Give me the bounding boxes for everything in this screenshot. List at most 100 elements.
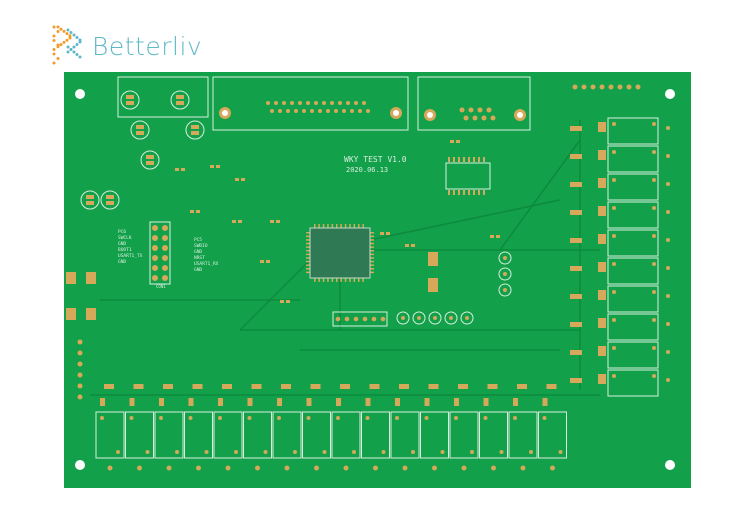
cap-pad xyxy=(86,201,94,205)
resistor-pad xyxy=(570,378,582,383)
mcu-pin xyxy=(306,260,310,263)
mcu-pin xyxy=(306,242,310,245)
relay-outline xyxy=(213,411,243,459)
led-pad xyxy=(598,122,606,132)
led-outline xyxy=(412,311,426,325)
relay-pin xyxy=(336,416,340,420)
svg-text:SWCLK: SWCLK xyxy=(118,235,132,241)
mcu-pin xyxy=(349,224,351,228)
relay-outline xyxy=(607,117,659,145)
resistor-pad xyxy=(570,238,582,243)
relay-pin xyxy=(204,450,209,454)
relay-pin xyxy=(322,450,327,454)
mcu-pin xyxy=(370,257,374,259)
resistor-pad xyxy=(570,182,582,187)
top-edge-pad xyxy=(608,84,614,90)
logo-dot xyxy=(72,45,76,49)
terminal-pad xyxy=(402,465,408,471)
relay-pin xyxy=(612,318,616,322)
pin-pad xyxy=(342,109,346,113)
logo-mark-icon xyxy=(52,25,82,65)
mcu-pin xyxy=(306,271,310,274)
terminal-pad xyxy=(255,465,260,471)
capacitor-outline xyxy=(170,90,190,110)
transistor-pad xyxy=(251,384,262,389)
edge-pad xyxy=(77,372,83,378)
logo-dot xyxy=(66,50,70,54)
pin-pad xyxy=(486,107,492,113)
resistor-pad xyxy=(570,154,582,159)
header-pin xyxy=(353,316,359,322)
terminal-pad xyxy=(550,465,555,471)
transistor-pad xyxy=(163,384,173,389)
transistor-pad xyxy=(104,384,114,389)
pin-pad xyxy=(463,115,469,121)
pin-pad xyxy=(282,101,286,105)
relay-outline xyxy=(243,411,272,459)
mcu-pin xyxy=(362,278,364,282)
terminal-pad xyxy=(137,465,142,471)
led-pad xyxy=(598,318,606,328)
connector-hole xyxy=(393,110,399,116)
relay-outline xyxy=(607,173,659,201)
smd-pad xyxy=(286,300,290,303)
mcu-pin xyxy=(331,278,334,282)
relay-pin xyxy=(652,346,656,350)
usb-pad xyxy=(86,308,96,320)
logo-dot xyxy=(75,43,79,46)
svg-text:USART1_RX: USART1_RX xyxy=(194,261,219,267)
pin-pad xyxy=(310,109,314,113)
ic-pin xyxy=(483,157,485,162)
logo-dot xyxy=(78,38,82,42)
header-pin xyxy=(162,255,168,261)
relay-pin xyxy=(306,416,311,420)
logo-dot xyxy=(52,61,56,65)
resistor-pad xyxy=(570,322,582,327)
edge-pad xyxy=(77,394,83,400)
relay-pin xyxy=(612,150,616,154)
diode-pad xyxy=(159,398,164,406)
relay-pin xyxy=(513,416,517,420)
ic-pin xyxy=(448,157,450,162)
pin-pad xyxy=(290,101,294,105)
led-pad xyxy=(598,374,606,384)
led-pad xyxy=(598,150,606,160)
cap-pad xyxy=(191,125,199,129)
mcu-pin xyxy=(358,278,360,282)
transistor-pad xyxy=(399,384,409,389)
smd-pad xyxy=(196,210,200,213)
diode-pad xyxy=(188,398,194,406)
transistor-pad xyxy=(428,384,439,389)
mcu-pin xyxy=(306,250,310,252)
ic-pin xyxy=(473,157,475,162)
cap-pad xyxy=(86,195,94,199)
pin-pad xyxy=(306,101,310,105)
terminal-pad xyxy=(166,465,172,471)
top-edge-pad xyxy=(590,84,596,90)
relay-pin xyxy=(175,450,179,454)
relay-outline xyxy=(607,145,659,173)
relay-outline xyxy=(331,411,361,459)
relay-pin xyxy=(652,262,656,266)
mounting-hole xyxy=(75,460,85,470)
cap-pad xyxy=(146,155,154,159)
logo-dot xyxy=(69,31,73,34)
terminal-pad xyxy=(666,182,670,186)
relay-outline xyxy=(390,411,420,459)
mcu-pin xyxy=(370,271,374,274)
logo-dot xyxy=(68,36,72,40)
ic-pin xyxy=(463,157,465,162)
relay-pin xyxy=(652,150,656,154)
relay-outline xyxy=(508,411,538,459)
relay-pin xyxy=(652,374,656,378)
header-pin xyxy=(362,316,368,322)
relay-outline xyxy=(607,313,659,341)
svg-text:GND: GND xyxy=(194,249,202,255)
trace xyxy=(239,259,311,331)
smd-pad xyxy=(181,168,185,171)
pin-pad xyxy=(477,107,483,113)
relay-outline xyxy=(184,411,213,459)
relay-pin xyxy=(612,234,616,238)
pin-pad xyxy=(346,101,350,105)
terminal-pad xyxy=(107,465,113,471)
